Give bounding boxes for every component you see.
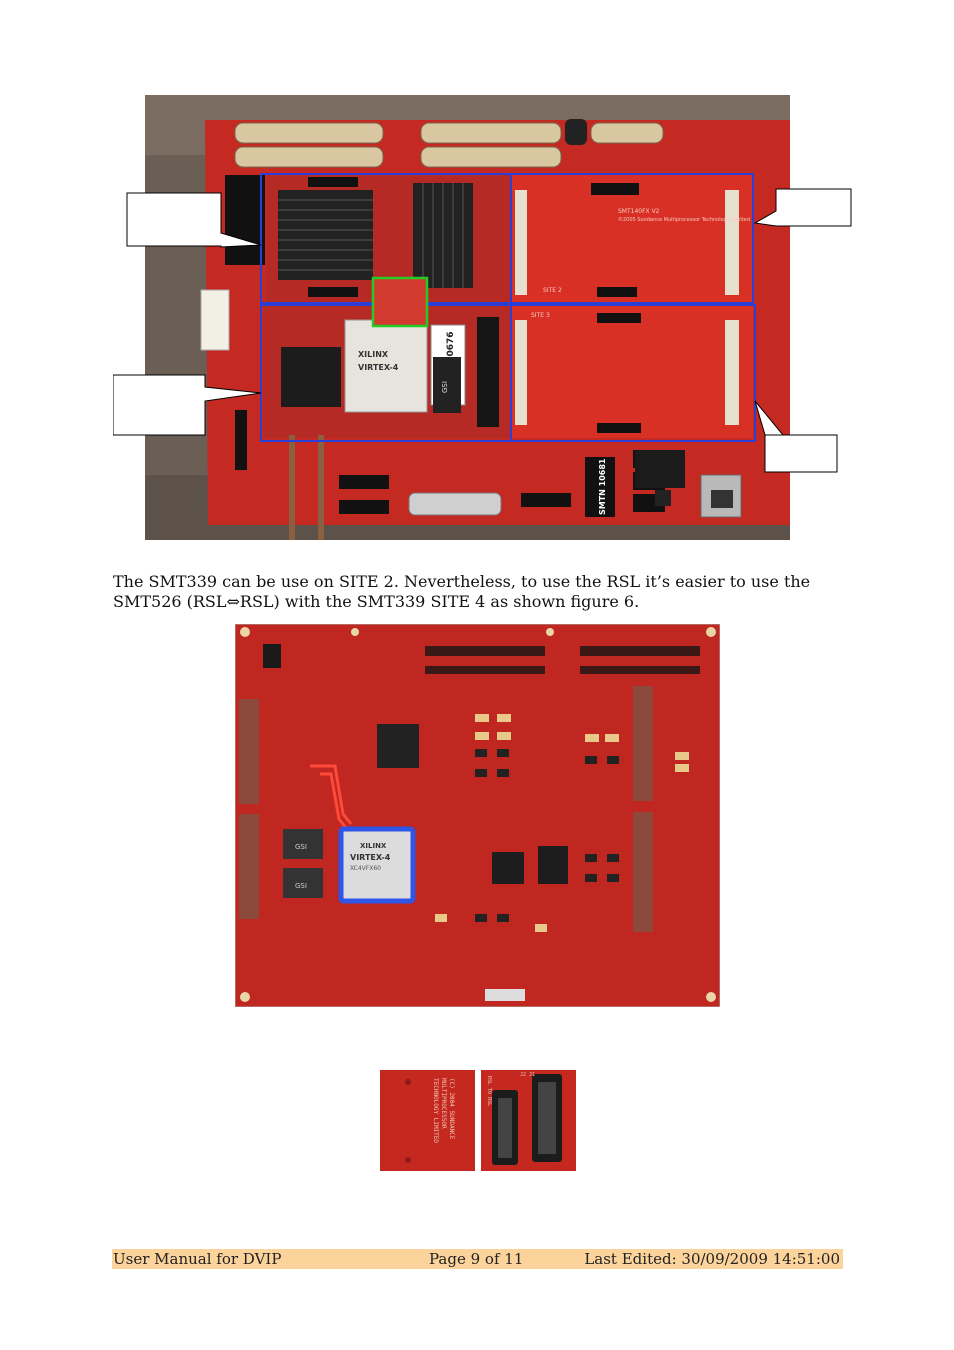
- footer-page-number: Page 9 of 11: [429, 1250, 524, 1268]
- gsi-label-1: GSI: [295, 843, 307, 851]
- chip-name-2: VIRTEX-4: [350, 853, 391, 862]
- page-footer: User Manual for DVIP Page 9 of 11 Last E…: [112, 1249, 843, 1269]
- highlight-site4: [510, 304, 756, 442]
- footer-title: User Manual for DVIP: [113, 1250, 282, 1268]
- carrier-board-photo: SMT140FX V2 ©2005 Sundance Multiprocesso…: [113, 95, 853, 542]
- callout-top-right: [753, 188, 852, 227]
- rsl-adapter-photo: (C) 2004 SUNDANCE MULTIPROCESSOR TECHNOL…: [380, 1070, 576, 1171]
- footer-last-edited: Last Edited: 30/09/2009 14:51:00: [584, 1250, 840, 1268]
- site3-label: SITE 3: [531, 312, 550, 319]
- adapter-text-3: TECHNOLOGY LIMITED: [432, 1078, 439, 1143]
- highlight-rsl: [371, 276, 429, 328]
- callout-bottom-left: [113, 374, 262, 436]
- gsi-label: GSI: [441, 381, 449, 393]
- module-label-2: SMTN 10681: [598, 458, 607, 515]
- chip-brand: XILINX: [358, 350, 389, 359]
- site2-label: SITE 2: [543, 287, 562, 294]
- highlight-site2: [510, 173, 754, 304]
- board-text: ©2005 Sundance Multiprocessor Technology…: [618, 216, 750, 223]
- board-label: SMT140FX V2: [618, 208, 660, 215]
- highlight-virtex: [338, 826, 416, 904]
- paragraph-line-2: SMT526 (RSL⇔RSL) with the SMT339 SITE 4 …: [113, 592, 640, 611]
- chip-brand-2: XILINX: [360, 842, 387, 850]
- callout-bottom-right: [754, 400, 838, 473]
- adapter-text-4: RSL TO RSL: [486, 1076, 492, 1106]
- smt339-board-photo: GSI GSI XILINX VIRTEX-4 XC4VFX60: [235, 624, 720, 1007]
- adapter-text-1: (C) 2004 SUNDANCE: [448, 1078, 455, 1140]
- body-paragraph: The SMT339 can be use on SITE 2. Neverth…: [113, 572, 840, 612]
- callout-top-left: [126, 192, 262, 248]
- chip-name: VIRTEX-4: [358, 363, 399, 372]
- adapter-text-5: J2 J1: [520, 1072, 535, 1078]
- gsi-label-2: GSI: [295, 882, 307, 890]
- paragraph-line-1: The SMT339 can be use on SITE 2. Neverth…: [113, 572, 811, 591]
- chip-part: XC4VFX60: [350, 865, 381, 872]
- adapter-text-2: MULTIPROCESSOR: [440, 1078, 447, 1129]
